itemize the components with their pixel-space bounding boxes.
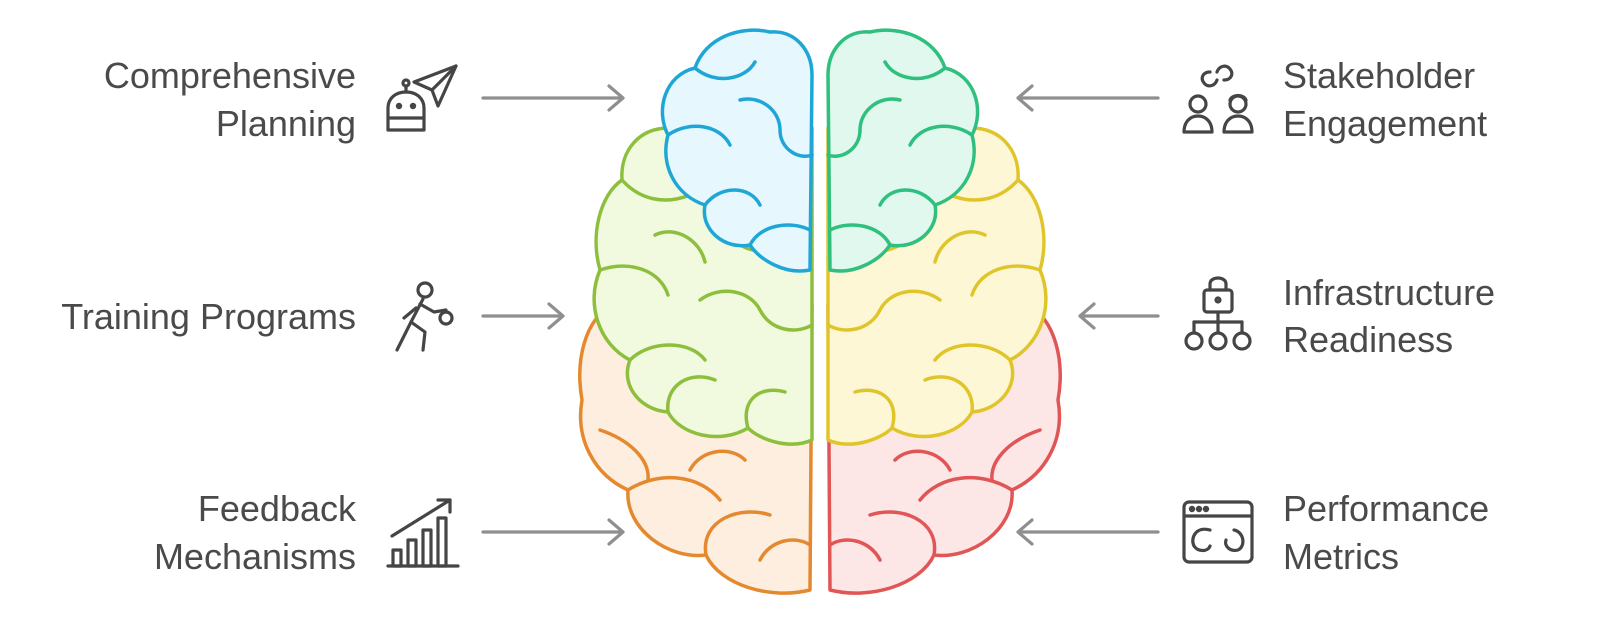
comprehensive-planning-line1: Comprehensive [104, 55, 356, 96]
red-lobe-folds [828, 428, 1042, 562]
training-programs-label: Training Programs [61, 296, 356, 337]
feedback-mechanisms-line1: Feedback [198, 488, 357, 529]
infrastructure-readiness-line2: Readiness [1283, 319, 1453, 360]
teal-lobe-folds [826, 60, 974, 247]
robot-paper-plane-icon [386, 64, 458, 132]
comprehensive-planning-line2: Planning [216, 103, 356, 144]
stakeholder-engagement-line2: Engagement [1283, 103, 1487, 144]
stakeholder-engagement-line1: Stakeholder [1283, 55, 1475, 96]
dashboard-window-icon [1182, 500, 1254, 564]
performance-metrics-line2: Metrics [1283, 536, 1399, 577]
blue-lobe-folds [666, 60, 814, 247]
feedback-mechanisms-line2: Mechanisms [154, 536, 356, 577]
infrastructure-readiness-line1: Infrastructure [1283, 272, 1495, 313]
linked-people-icon [1182, 64, 1254, 134]
arrow-performance-metrics [1016, 518, 1160, 546]
yellow-lobe-folds [826, 178, 1042, 430]
performance-metrics-line1: Performance [1283, 488, 1489, 529]
person-lifting-icon [395, 281, 454, 352]
arrow-stakeholder-engagement [1016, 84, 1160, 112]
orange-lobe-folds [598, 428, 812, 562]
arrow-comprehensive-planning [481, 84, 625, 112]
locked-network-icon [1184, 276, 1252, 351]
arrow-infrastructure-readiness [1078, 302, 1160, 330]
arrow-feedback-mechanisms [481, 518, 625, 546]
brain [578, 28, 1062, 595]
arrow-training-programs [481, 302, 565, 330]
rising-bar-chart-icon [386, 498, 460, 568]
